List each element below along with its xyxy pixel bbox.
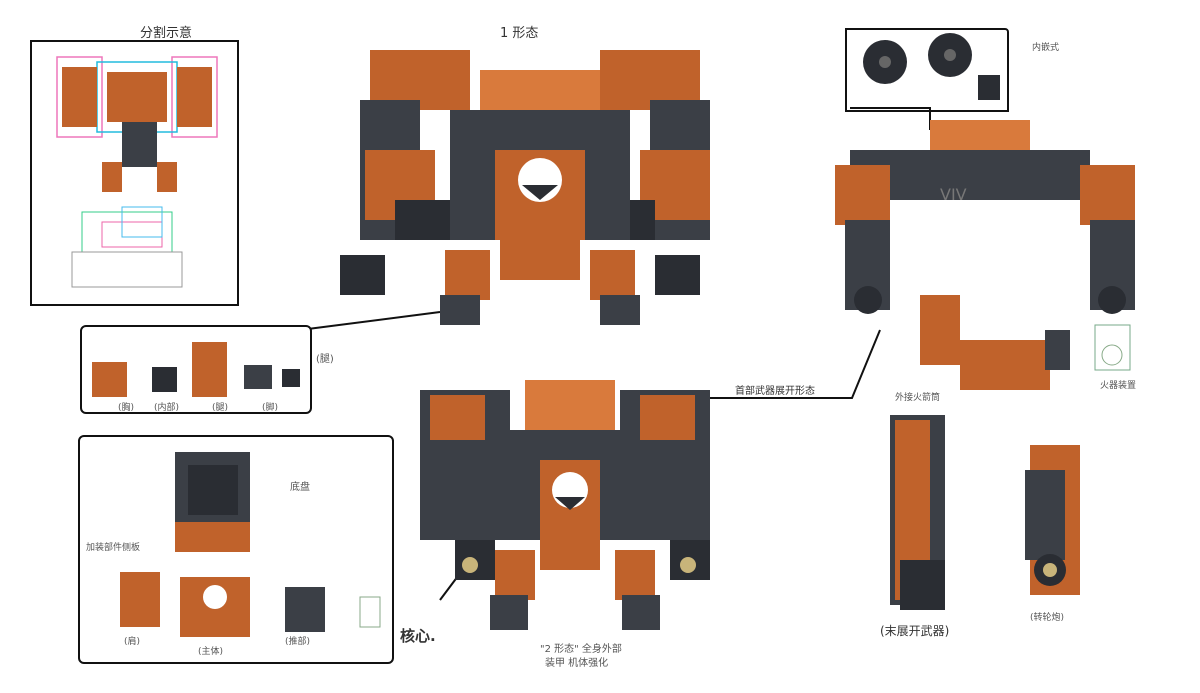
leg-parts-sketch <box>92 342 300 397</box>
split-diagram-title: 分割示意 <box>140 26 193 41</box>
core-right-label: (推部) <box>285 637 311 647</box>
form-1-title: 1 形态 <box>500 26 539 41</box>
leg-part-1-label: (胸) <box>118 403 135 413</box>
split-diagram-sketch <box>56 56 218 288</box>
leg-connector-line <box>299 311 441 331</box>
leg-label: (腿) <box>316 354 334 365</box>
split-diagram-panel <box>30 40 239 306</box>
launcher-sketch <box>1094 324 1131 371</box>
end-weapon-note-label: (转轮炮) <box>1030 613 1065 623</box>
leg-part-3-label: (腿) <box>212 403 229 413</box>
robot-weapon-form: VIV <box>835 120 1135 390</box>
form-2-caption-1: "2 形态" 全身外部 <box>540 644 622 655</box>
core-left-label: (肩) <box>124 637 141 647</box>
core-parts-sketch <box>120 452 381 637</box>
weapon-connector-line <box>710 329 881 399</box>
core-body-label: (主体) <box>198 647 224 657</box>
weapon-barrel-detail <box>863 33 1000 100</box>
weapon-style-label: 内嵌式 <box>1032 43 1060 53</box>
top-weapon-label: 首部武器展开形态 <box>735 386 815 397</box>
leg-part-4-label: (脚) <box>262 403 279 413</box>
core-parts-panel <box>78 435 394 664</box>
end-weapon-side <box>1025 445 1080 595</box>
base-label: 底盘 <box>290 482 310 493</box>
robot-form-1 <box>340 50 710 325</box>
leg-parts-panel <box>80 325 312 414</box>
svg-text:VIV: VIV <box>940 185 967 204</box>
core-label: 核心. <box>400 627 436 645</box>
end-weapon-front <box>890 415 945 610</box>
leg-part-2-label: (内部) <box>154 403 180 413</box>
weapon-detail-frame <box>845 28 1009 112</box>
robot-form-2 <box>420 380 710 630</box>
form-2-caption-2: 装甲 机体强化 <box>545 658 609 669</box>
launcher-note-label: 火器装置 <box>1100 381 1137 391</box>
part-side-label: 加装部件侧板 <box>86 543 141 553</box>
arm-note-label: 外接火箭筒 <box>895 393 941 403</box>
end-weapon-label: (末展开武器) <box>880 624 950 638</box>
